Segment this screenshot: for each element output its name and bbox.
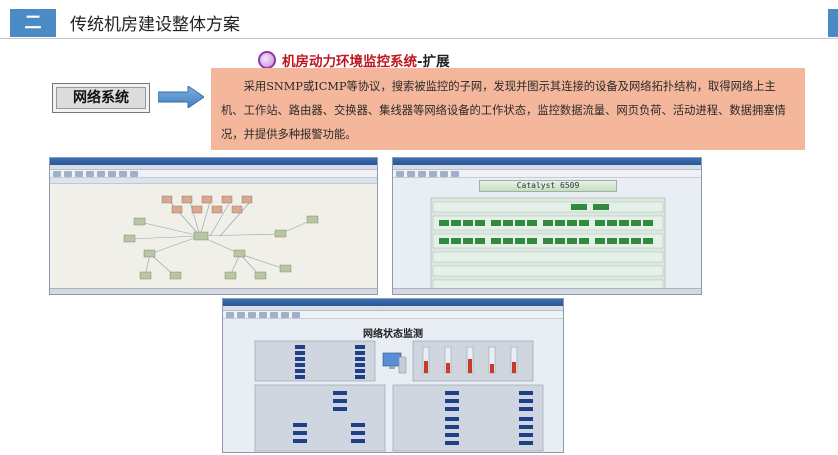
window-titlebar: [50, 158, 377, 165]
arrow-right-icon: [158, 86, 204, 108]
switch-chassis: [430, 197, 666, 294]
monitor-title: 网络状态监测: [363, 329, 423, 340]
header-divider: [0, 38, 838, 39]
window-toolbar: [223, 311, 563, 319]
subtitle-suffix: -扩展: [417, 54, 450, 70]
window-titlebar: [223, 299, 563, 306]
switch-panel-screenshot: Catalyst 6509: [392, 157, 702, 295]
page-title: 传统机房建设整体方案: [70, 15, 240, 35]
device-model-label: Catalyst 6509: [479, 180, 617, 192]
topology-screenshot: [49, 157, 378, 295]
subtitle: 机房动力环境监控系统 -扩展: [258, 50, 450, 70]
topology-diagram: [50, 184, 377, 289]
right-accent-bar: [828, 9, 838, 37]
window-menubar: [50, 165, 377, 170]
window-statusbar: [393, 288, 701, 294]
monitor-panels: [254, 340, 544, 452]
status-monitor-screenshot: 网络状态监测: [222, 298, 564, 453]
subtitle-main: 机房动力环境监控系统: [282, 54, 417, 70]
window-statusbar: [50, 288, 377, 294]
bullet-globe-icon: [258, 51, 276, 69]
description-box: 采用SNMP或ICMP等协议，搜索被监控的子网，发现并图示其连接的设备及网络拓扑…: [211, 68, 805, 150]
window-titlebar: [393, 158, 701, 165]
window-menubar: [393, 165, 701, 170]
window-toolbar: [393, 170, 701, 178]
window-menubar: [223, 306, 563, 311]
network-system-button[interactable]: 网络系统: [52, 83, 150, 113]
window-toolbar: [50, 170, 377, 178]
section-number-badge: 二: [10, 9, 56, 37]
